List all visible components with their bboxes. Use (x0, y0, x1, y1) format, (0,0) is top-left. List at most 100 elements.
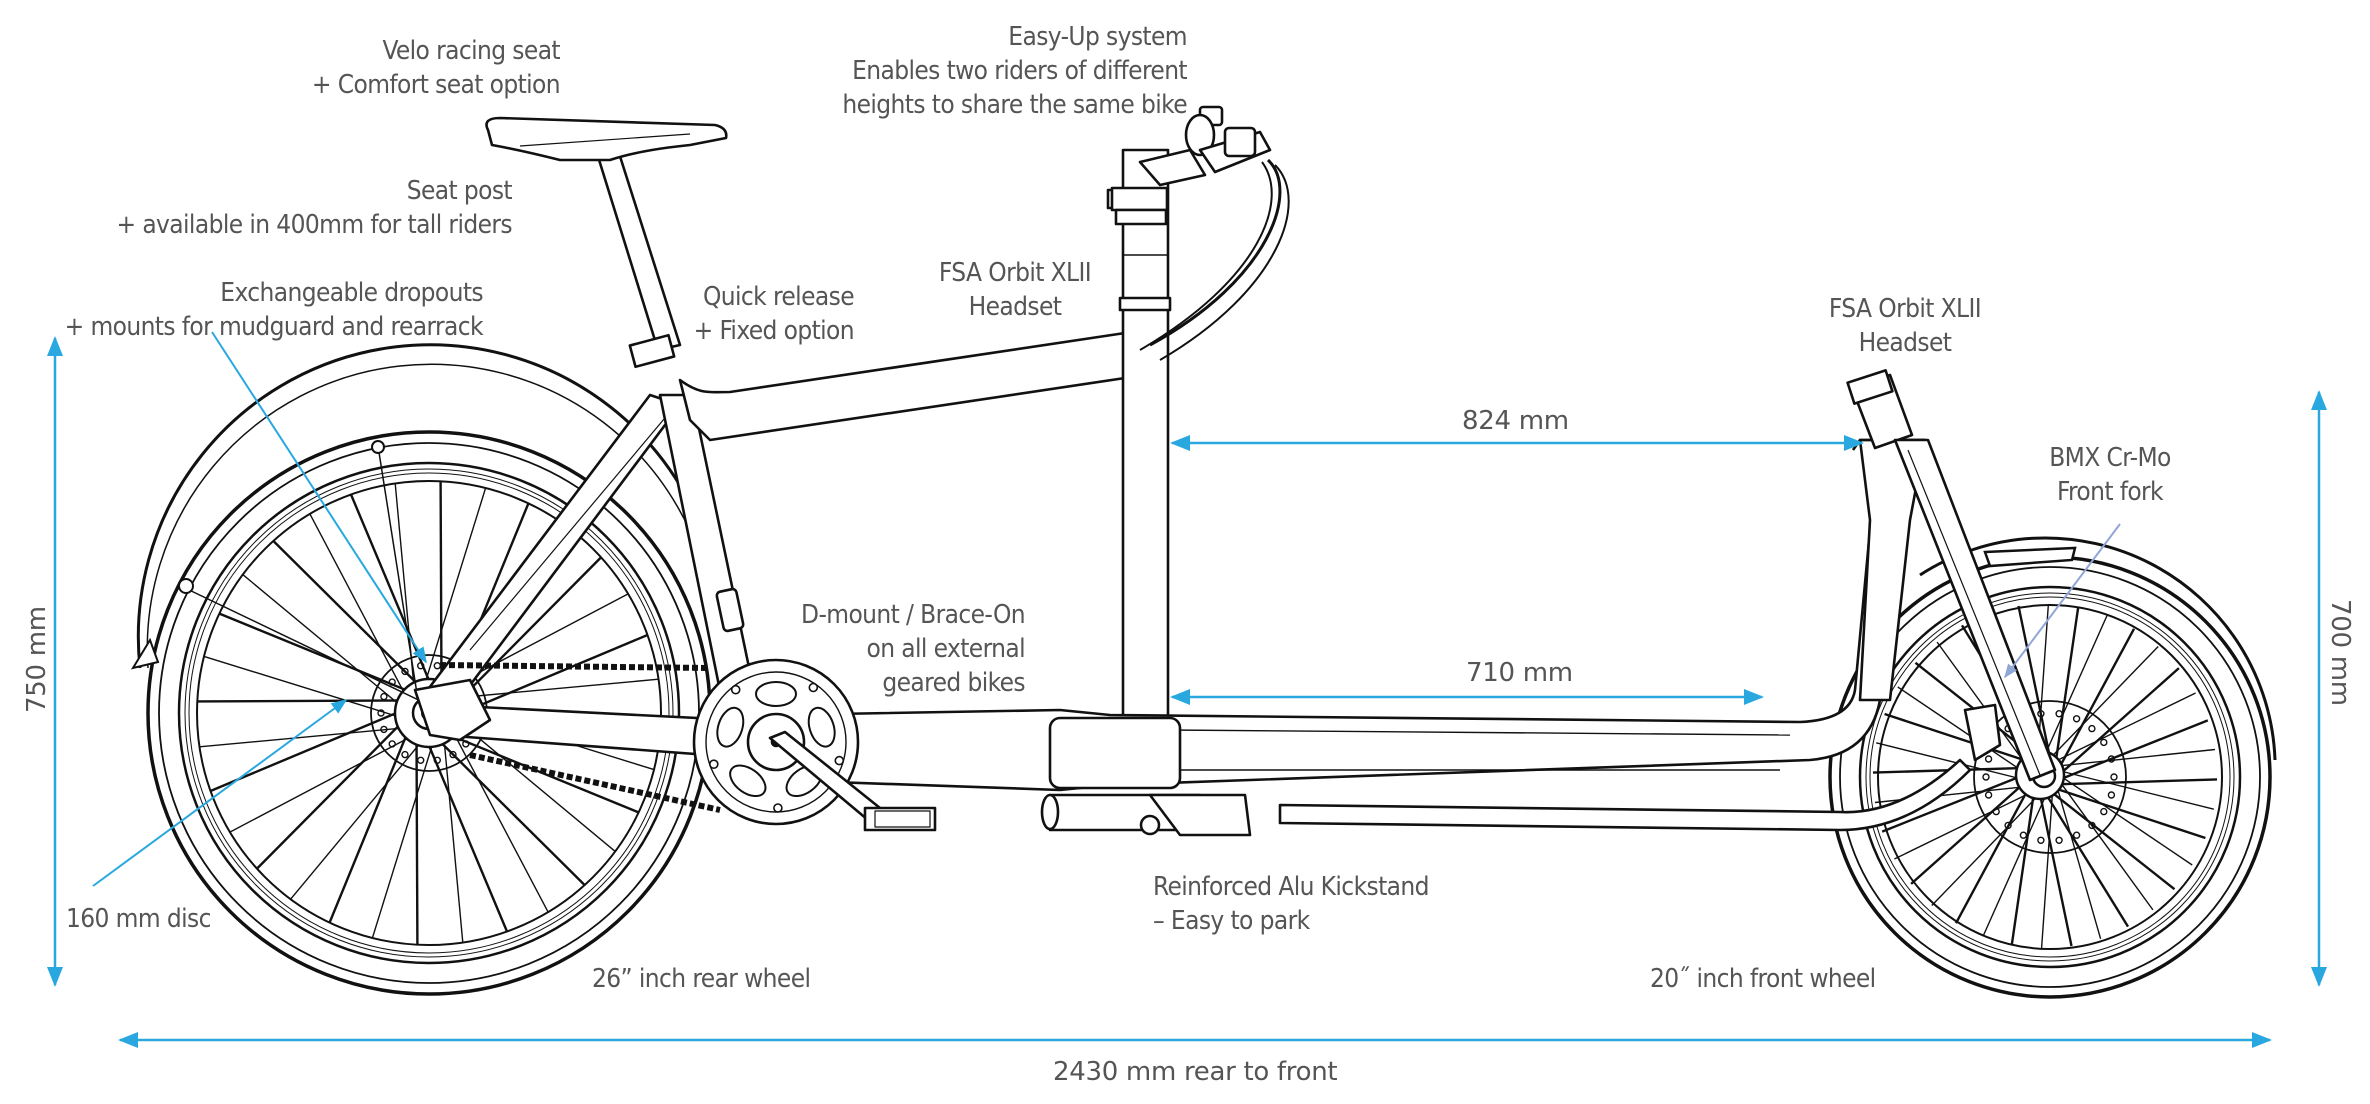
spoke (2060, 783, 2154, 911)
disc-hole (377, 709, 385, 717)
top-tube (678, 331, 1127, 442)
spoke (454, 633, 648, 717)
leader-disc (92, 699, 348, 887)
spoke (2056, 787, 2206, 840)
disc-hole (449, 750, 457, 759)
label-dropouts: Exchangeable dropouts + mounts for mudgu… (64, 276, 484, 344)
label-saddle-line1: Velo racing seat (382, 36, 560, 66)
dim-label-824: 824 mm (1462, 406, 1569, 436)
disc-hole (462, 740, 470, 748)
spoke (2049, 646, 2159, 760)
label-kickstand-line1: Reinforced Alu Kickstand (1153, 872, 1429, 902)
disc-hole (1984, 755, 1993, 763)
spoke (2059, 748, 2216, 767)
spoke (2062, 719, 2209, 780)
spoke (425, 738, 509, 932)
label-d-mount: D-mount / Brace-On on all external geare… (801, 598, 1026, 700)
rear-rim-outer (177, 461, 681, 965)
spoke (328, 728, 410, 924)
label-front-headset-line2: Headset (1858, 328, 1952, 358)
label-disc: 160 mm disc (66, 902, 211, 936)
disc-hole (1992, 807, 2000, 816)
disc-hole (2072, 831, 2081, 839)
saddle (485, 116, 728, 162)
chainring-window (755, 681, 797, 707)
disc-hole (380, 692, 388, 701)
chainring-window (807, 706, 836, 748)
label-saddle: Velo racing seat + Comfort seat option (311, 34, 561, 102)
rear-head-tube (1121, 148, 1170, 724)
spoke (450, 678, 659, 700)
chain-top (439, 662, 711, 671)
spoke (2042, 615, 2108, 759)
label-front-headset: FSA Orbit XLII Headset (1790, 292, 2020, 360)
spoke (1876, 742, 2028, 782)
spoke (442, 734, 464, 943)
label-dropouts-line1: Exchangeable dropouts (220, 278, 483, 308)
disc-hole (1982, 773, 1990, 781)
spoke (1894, 790, 2035, 860)
spoke (2054, 607, 2080, 762)
label-easy-up-line2: Enables two riders of different (852, 56, 1188, 86)
frame (413, 105, 2057, 837)
disc-hole (2088, 724, 2096, 733)
rear-spokes (197, 481, 661, 945)
spoke (371, 738, 435, 939)
disc-hole (388, 678, 396, 686)
label-seat-post-line2: + available in 400mm for tall riders (116, 210, 513, 240)
spoke (2040, 792, 2054, 949)
disc-hole (2107, 791, 2116, 799)
spoke (2055, 692, 2196, 762)
spoke (1881, 772, 2028, 833)
label-dropouts-line2: + mounts for mudguard and rearrack (64, 312, 484, 342)
label-seat-post-line1: Seat post (406, 176, 513, 206)
disc-hole (433, 756, 441, 764)
steering-rod (1278, 758, 1972, 832)
disc-hole (2019, 831, 2028, 839)
label-front-headset-line1: FSA Orbit XLII (1828, 294, 1982, 324)
disc-hole (2072, 715, 2081, 723)
front-spokes (1872, 603, 2218, 949)
disc-hole (2004, 821, 2012, 830)
chainring-bolt (808, 682, 819, 693)
label-rear-wheel-line1: 26” inch rear wheel (592, 964, 811, 994)
front-fork (1893, 438, 2057, 782)
dim-label-2430: 2430 mm rear to front (1053, 1057, 1338, 1087)
spoke (1936, 641, 2030, 769)
dimension-lines (47, 336, 2327, 1048)
dim-label-710: 710 mm (1466, 658, 1573, 688)
rear-mudguard (136, 343, 722, 669)
stem (1138, 148, 1207, 187)
label-d-mount-line2: on all external (866, 634, 1026, 664)
spoke (197, 699, 407, 703)
label-saddle-line2: + Comfort seat option (311, 70, 561, 100)
spoke (210, 709, 404, 793)
leader-dropouts (211, 331, 427, 664)
label-front-wheel: 20˝ inch front wheel (1650, 962, 1876, 996)
spoke (450, 726, 549, 913)
spoke (2017, 605, 2052, 760)
dim-label-750: 750 mm (22, 606, 52, 713)
spoke (2044, 793, 2130, 928)
label-front-fork-line1: BMX Cr-Mo (2049, 443, 2171, 473)
spoke (1884, 712, 2034, 765)
chain-bottom (469, 752, 721, 813)
spoke (1910, 779, 2029, 885)
rear-dropout (413, 678, 492, 742)
spoke (203, 655, 404, 719)
rear-rim-inner (196, 480, 662, 946)
dim-label-700: 700 mm (2325, 599, 2355, 706)
label-rear-headset: FSA Orbit XLII Headset (900, 256, 1130, 324)
front-tire-inner (1839, 566, 2261, 988)
spoke (2062, 777, 2193, 866)
label-disc-line1: 160 mm disc (66, 904, 211, 934)
label-front-fork: BMX Cr-Mo Front fork (2005, 441, 2215, 509)
label-quick-release-line2: + Fixed option (693, 316, 855, 346)
leader-lines (92, 331, 2121, 887)
label-front-fork-line2: Front fork (2056, 477, 2164, 507)
label-rear-wheel: 26” inch rear wheel (592, 962, 811, 996)
disc-hole (2037, 836, 2045, 844)
spoke (309, 513, 408, 700)
front-disc-rotor (1973, 700, 2127, 854)
spoke (2038, 792, 2073, 947)
